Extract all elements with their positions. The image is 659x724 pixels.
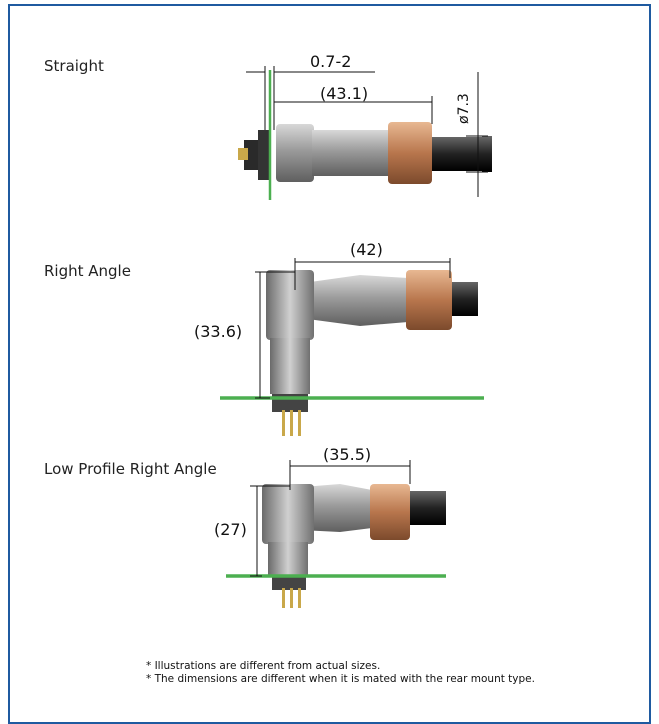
straight-connector xyxy=(238,122,492,184)
section-title-straight: Straight xyxy=(44,57,104,75)
straight-dimension-lines xyxy=(246,66,488,197)
right-angle-connector xyxy=(266,270,478,436)
dim-low-profile-height: (27) xyxy=(214,520,247,539)
right-angle-dimension-lines xyxy=(255,258,451,399)
section-title-low-profile: Low Profile Right Angle xyxy=(44,460,217,478)
note-illustration-size: * Illustrations are different from actua… xyxy=(146,660,381,672)
dim-cable-diameter: ø7.3 xyxy=(456,93,472,124)
dim-straight-length: (43.1) xyxy=(320,84,369,103)
note-rear-mount: * The dimensions are different when it i… xyxy=(146,673,535,685)
section-title-right-angle: Right Angle xyxy=(44,262,131,280)
dim-right-angle-length: (42) xyxy=(350,240,383,259)
dim-panel-thickness: 0.7-2 xyxy=(310,52,352,71)
dim-low-profile-length: (35.5) xyxy=(323,445,372,464)
connector-illustrations xyxy=(220,66,492,608)
dim-right-angle-height: (33.6) xyxy=(194,322,243,341)
diagram-frame xyxy=(8,4,651,724)
low-profile-dimension-lines xyxy=(250,460,411,577)
low-profile-connector xyxy=(262,484,446,608)
